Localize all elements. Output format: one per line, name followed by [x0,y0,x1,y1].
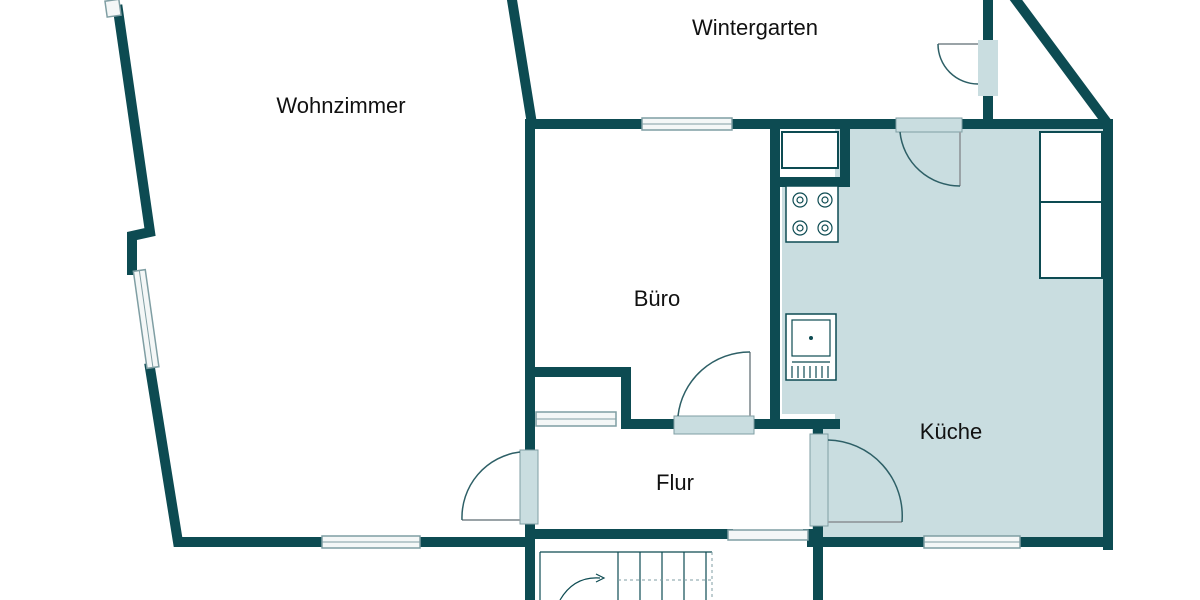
kitchen-cabinet-upper [1039,131,1103,203]
room-label-office: Büro [634,286,680,311]
room-label-living: Wohnzimmer [276,93,405,118]
stove-icon [785,185,839,243]
staircase [539,551,713,600]
door-living-flur [461,449,539,525]
interior-walls [525,119,850,600]
kitchen-floor [812,128,1105,542]
window-south-living [321,535,421,549]
door-kitchen-north [895,117,963,187]
window-nw-living [104,0,122,18]
room-label-wintergarden: Wintergarten [692,15,818,40]
room-label-kitchen: Küche [920,419,982,444]
window-west-living [132,268,160,370]
kitchen-cabinet-lower [1039,201,1103,279]
window-closet [535,411,617,427]
window-south-flur [727,529,809,541]
window-north-office [641,117,733,131]
door-wintergarten [937,40,998,96]
window-south-kitchen [923,535,1021,549]
doors [461,40,998,527]
door-office [673,351,755,435]
room-label-hallway: Flur [656,470,694,495]
kitchen-niche [781,131,839,169]
sink-icon [785,313,837,381]
door-kitchen-flur [809,433,903,527]
windows [104,0,1021,549]
